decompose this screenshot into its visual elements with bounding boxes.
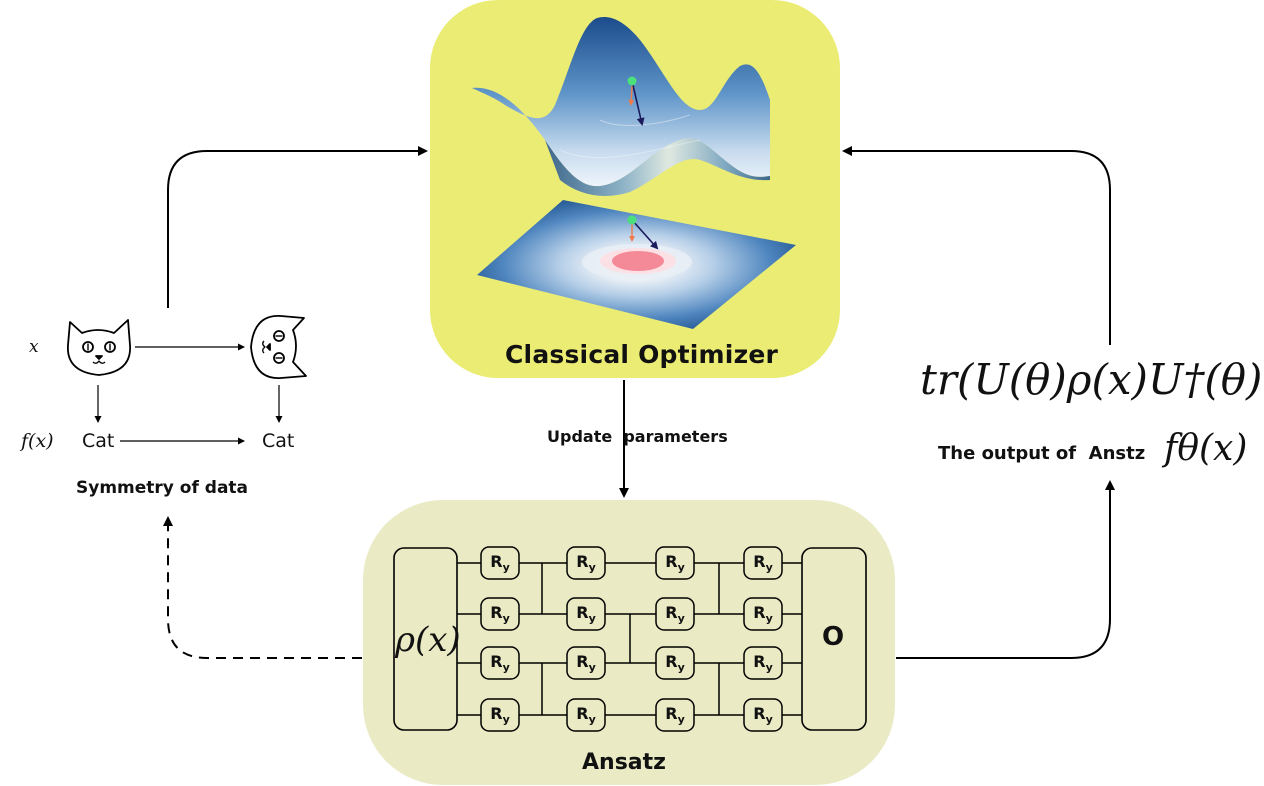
arrow-data-to-optimizer	[167, 146, 428, 308]
ry-gate	[743, 646, 783, 680]
ry-gate-label: Ry	[665, 704, 685, 727]
ry-gate	[480, 597, 520, 631]
ry-gate-label: Ry	[665, 552, 685, 575]
ry-gate-label: Ry	[490, 704, 510, 727]
class-label-left: Cat	[82, 430, 115, 452]
update-parameters-label: Update parameters	[547, 427, 728, 446]
ry-gate	[480, 646, 520, 680]
gradient-step-plane	[627, 215, 659, 250]
class-label-right: Cat	[262, 430, 295, 452]
ansatz-title: Ansatz	[582, 750, 666, 775]
ry-gate-label: Ry	[576, 552, 596, 575]
ry-gate-label: Ry	[576, 652, 596, 675]
observable-label: O	[822, 622, 845, 652]
gate-grid	[480, 546, 783, 732]
ry-gate	[480, 546, 520, 580]
ry-gate-label: Ry	[753, 552, 773, 575]
ry-gate-label: Ry	[576, 704, 596, 727]
rotated-cat-icon	[250, 315, 307, 379]
optimizer-title: Classical Optimizer	[505, 340, 779, 369]
ry-gate-label: Ry	[753, 652, 773, 675]
observable-box	[801, 547, 867, 731]
arrow-ansatz-to-output	[896, 480, 1115, 659]
ry-gate-label: Ry	[753, 603, 773, 626]
ry-gate-label: Ry	[753, 704, 773, 727]
ry-gate	[655, 597, 695, 631]
ry-gate	[743, 546, 783, 580]
ry-gate	[480, 698, 520, 732]
ry-gate	[655, 546, 695, 580]
input-state-box	[393, 547, 458, 731]
ry-gate	[566, 646, 606, 680]
ry-gate	[655, 646, 695, 680]
ry-gate	[743, 698, 783, 732]
ry-gate	[743, 597, 783, 631]
arrow-output-to-optimizer	[842, 146, 1111, 345]
ansatz-output-function: fθ(x)	[1164, 428, 1248, 469]
output-title: The output of Anstz	[938, 443, 1146, 464]
symmetry-title: Symmetry of data	[76, 478, 249, 498]
gradient-step-surface	[627, 76, 645, 126]
input-state-label: ρ(x)	[395, 620, 461, 660]
ry-gate	[566, 698, 606, 732]
loss-contour-plane	[477, 200, 796, 329]
ry-gate	[566, 597, 606, 631]
loss-minimum	[612, 251, 664, 271]
ry-gate	[566, 546, 606, 580]
trace-expression: tr(U(θ)ρ(x)U†(θ)O)	[920, 355, 1264, 404]
function-label: f(x)	[21, 430, 54, 452]
cat-icon	[67, 319, 131, 376]
input-variable-label: x	[29, 337, 39, 357]
ry-gate-label: Ry	[490, 603, 510, 626]
ry-gate-label: Ry	[665, 603, 685, 626]
ry-gate	[655, 698, 695, 732]
ry-gate-label: Ry	[665, 652, 685, 675]
ry-gate-label: Ry	[576, 603, 596, 626]
arrow-ansatz-to-symmetry	[163, 516, 362, 659]
ry-gate-label: Ry	[490, 552, 510, 575]
ry-gate-label: Ry	[490, 652, 510, 675]
